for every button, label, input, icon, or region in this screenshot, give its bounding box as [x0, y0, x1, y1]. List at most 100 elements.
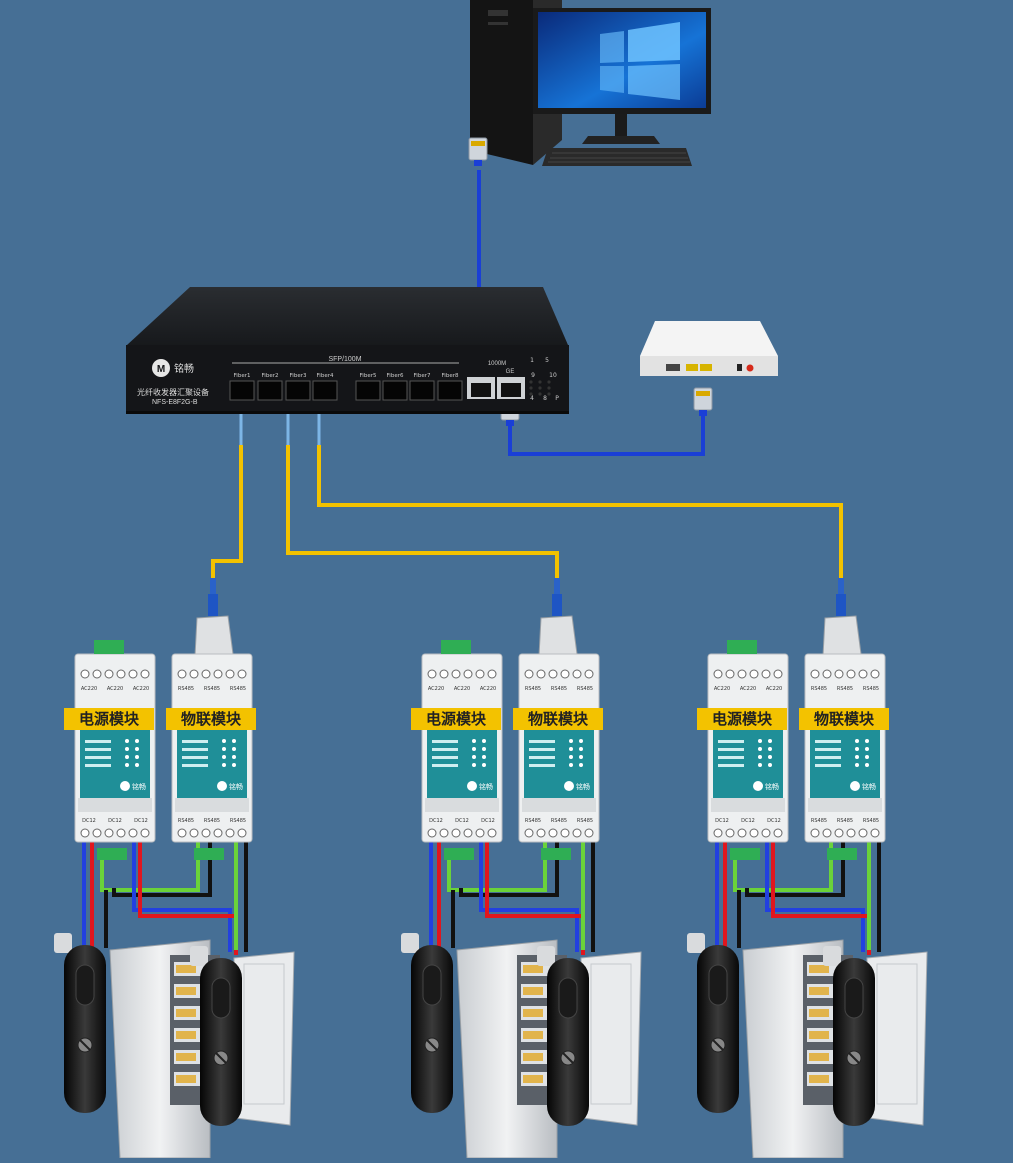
sfp-port-7: Fiber7 [409, 373, 435, 401]
terminal-label: DC12 [715, 818, 729, 824]
terminal-screw [810, 669, 820, 679]
terminal-block [194, 848, 224, 860]
terminal-screw [834, 669, 844, 679]
power-wires [715, 840, 881, 960]
terminal-screw [749, 828, 759, 838]
router-icon [640, 321, 778, 376]
terminal-screw [773, 669, 783, 679]
led-label: 8 [543, 395, 547, 402]
module-brand: 铭畅 [229, 782, 243, 791]
terminal-block [97, 848, 127, 860]
terminal-screw [225, 669, 235, 679]
terminal-screw [201, 669, 211, 679]
smart-lock-icon [54, 933, 106, 1113]
terminal-screw [177, 828, 187, 838]
terminal-label: RS485 [230, 686, 246, 692]
terminal-label: AC220 [766, 686, 782, 692]
terminal-label: DC12 [767, 818, 781, 824]
sfp-port-label: Fiber4 [317, 373, 334, 379]
status-led [529, 380, 533, 384]
module-brand: 铭畅 [479, 782, 493, 791]
rj45-connector-icon [468, 137, 488, 166]
terminal-screw [213, 669, 223, 679]
terminal-screw [584, 828, 594, 838]
terminal-label: RS485 [551, 818, 567, 824]
switch-brand: 铭畅 [174, 362, 194, 375]
led-label: 10 [549, 372, 557, 379]
terminal-label: AC220 [133, 686, 149, 692]
terminal-screw [225, 828, 235, 838]
terminal-screw [713, 669, 723, 679]
terminal-screw [140, 828, 150, 838]
switch-title: 光纤收发器汇聚设备 [137, 387, 209, 397]
terminal-label: AC220 [480, 686, 496, 692]
smart-lock-icon [687, 933, 739, 1113]
terminal-screw [846, 828, 856, 838]
terminal-screw [536, 669, 546, 679]
terminal-screw [463, 669, 473, 679]
terminal-screw [104, 669, 114, 679]
terminal-block [727, 640, 757, 654]
terminal-block [541, 848, 571, 860]
fiber-connector-icon [538, 578, 578, 657]
terminal-screw [761, 828, 771, 838]
terminal-screw [451, 828, 461, 838]
terminal-label: RS485 [525, 818, 541, 824]
terminal-screw [536, 828, 546, 838]
terminal-label: RS485 [577, 818, 593, 824]
terminal-screw [737, 828, 747, 838]
terminal-screw [560, 828, 570, 838]
terminal-screw [104, 828, 114, 838]
led-label: 4 [530, 395, 534, 402]
iot-module-label: 物联模块 [166, 708, 256, 730]
smart-lock-icon [190, 946, 242, 1126]
terminal-label: RS485 [837, 818, 853, 824]
terminal-screw [749, 669, 759, 679]
terminal-label: DC12 [455, 818, 469, 824]
terminal-screw [548, 828, 558, 838]
terminal-screw [463, 828, 473, 838]
sfp-port-slot [229, 380, 255, 401]
terminal-screw [487, 669, 497, 679]
terminal-block [827, 848, 857, 860]
terminal-label: DC12 [82, 818, 96, 824]
terminal-screw [858, 828, 868, 838]
terminal-screw [439, 828, 449, 838]
terminal-label: AC220 [107, 686, 123, 692]
status-led [538, 392, 542, 396]
terminal-block [730, 848, 760, 860]
terminal-screw [189, 828, 199, 838]
sfp-port-slot [382, 380, 408, 401]
terminal-screw [487, 828, 497, 838]
terminal-screw [128, 669, 138, 679]
terminal-label: RS485 [178, 686, 194, 692]
terminal-block [441, 640, 471, 654]
power-module-label: 电源模块 [411, 708, 501, 730]
terminal-screw [870, 828, 880, 838]
keyboard-icon [542, 148, 692, 166]
sfp-port-2: Fiber2 [257, 373, 283, 401]
terminal-label: RS485 [811, 818, 827, 824]
sfp-port-slot [285, 380, 311, 401]
led-label: 9 [531, 372, 535, 379]
terminal-screw [858, 669, 868, 679]
terminal-screw [116, 828, 126, 838]
terminal-block [94, 640, 124, 654]
terminal-screw [237, 669, 247, 679]
terminal-label: RS485 [577, 686, 593, 692]
terminal-screw [177, 669, 187, 679]
module-brand: 铭畅 [862, 782, 876, 791]
brand-logo-icon [217, 781, 227, 791]
terminal-screw [560, 669, 570, 679]
terminal-label: RS485 [863, 686, 879, 692]
power-wires [82, 840, 248, 960]
sfp-port-slot [409, 380, 435, 401]
sfp-port-5: Fiber5 [355, 373, 381, 401]
